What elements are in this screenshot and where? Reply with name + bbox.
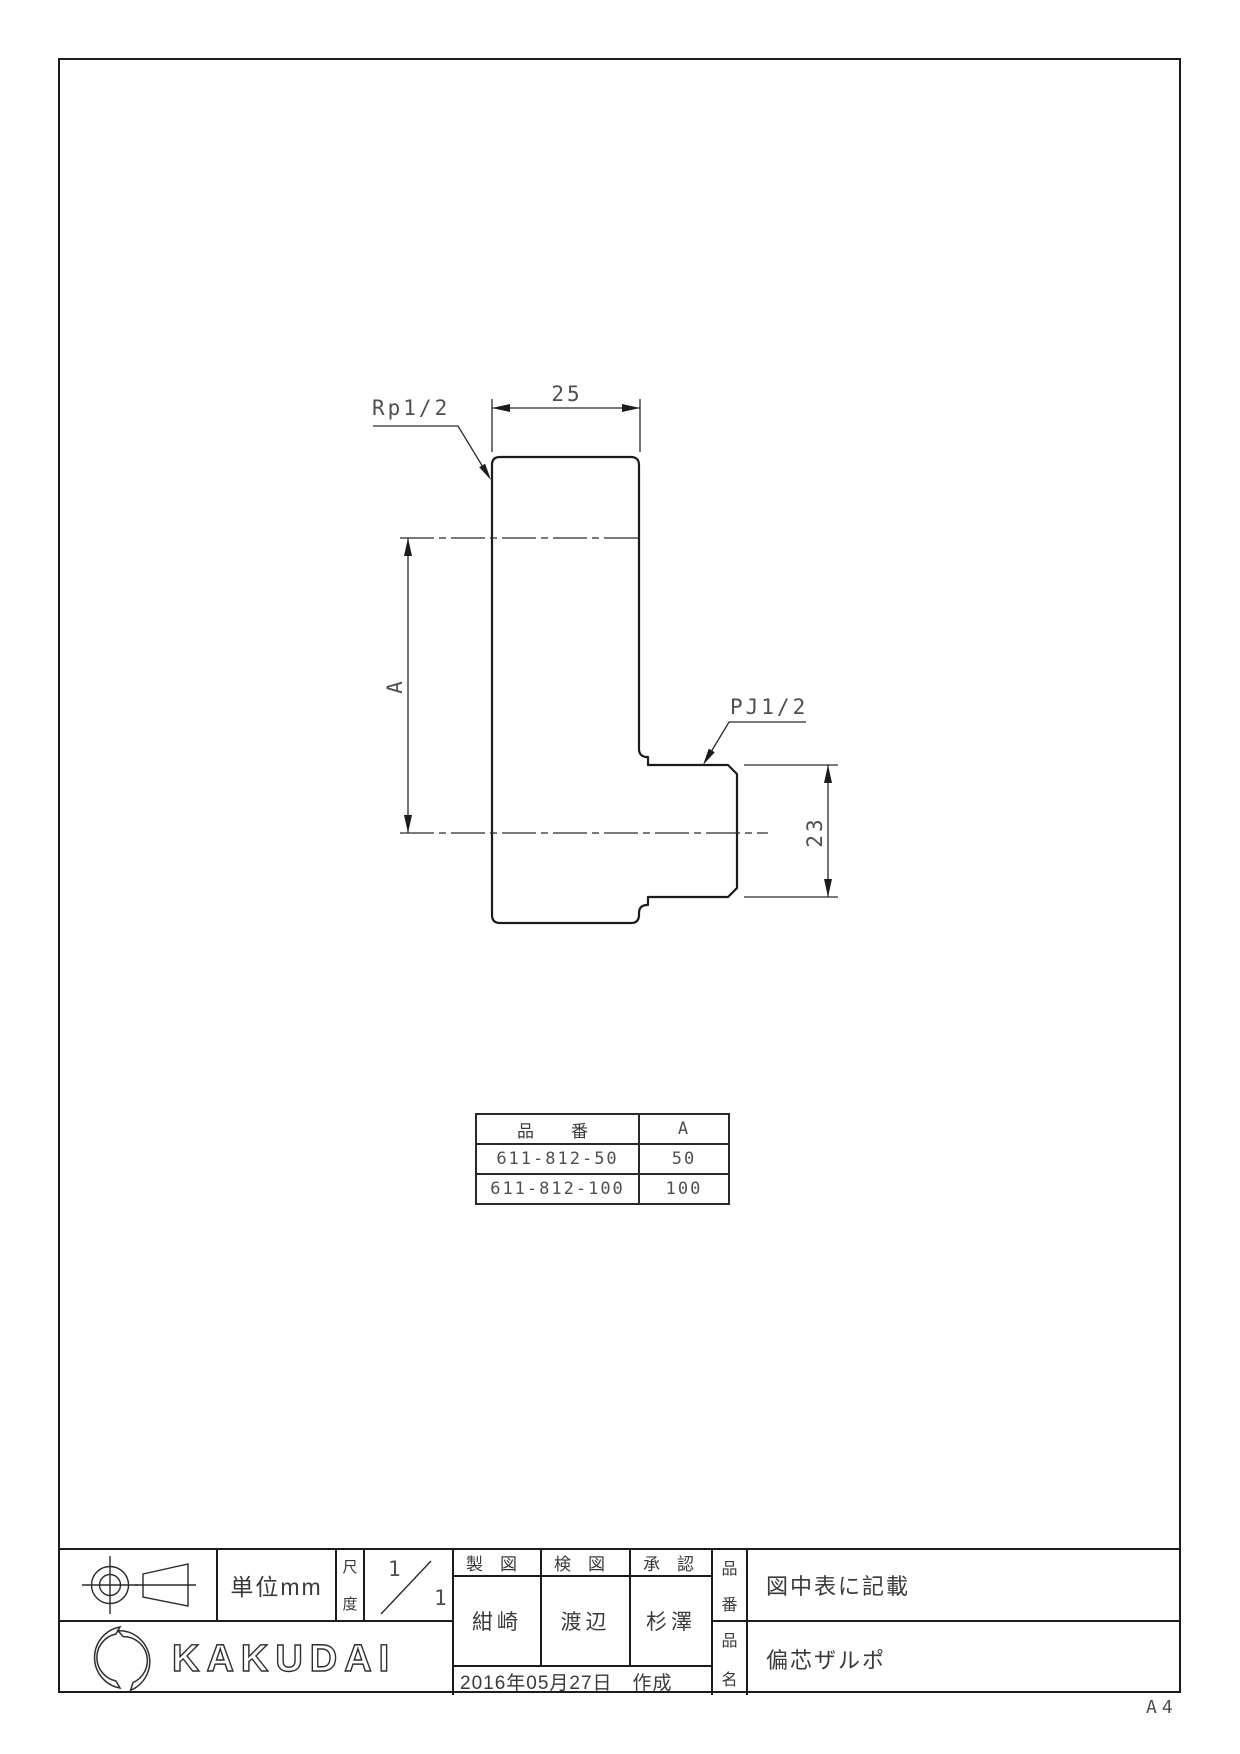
- checked-name: 渡辺: [560, 1611, 611, 1634]
- dim-outlet-text: 23: [803, 816, 827, 847]
- logo-mark-right: [116, 1629, 151, 1692]
- checked-header: 検 図: [542, 1550, 631, 1577]
- table-row: 611-812-100 100: [475, 1173, 730, 1205]
- approved-name-cell: 杉澤: [631, 1577, 713, 1667]
- brand-text: KAKUDAI: [172, 1638, 396, 1680]
- part-no-value: 図中表に記載: [766, 1574, 911, 1599]
- date-cell: 2016年05月27日 作成: [454, 1667, 713, 1695]
- variant-table: 品 番 A 611-812-50 50 611-812-100 100: [475, 1113, 730, 1205]
- unit-cell: 単位mm: [218, 1550, 337, 1622]
- scale-numerator: 1: [388, 1557, 401, 1581]
- dimension-outlet: 23: [744, 764, 838, 898]
- col-header-a: A: [638, 1113, 730, 1145]
- table-header-row: 品 番 A: [475, 1113, 730, 1145]
- part-name-value-cell: 偏芯ザルポ: [748, 1622, 1181, 1695]
- projection-symbol-cell: [58, 1550, 218, 1622]
- checked-name-cell: 渡辺: [542, 1577, 631, 1667]
- drafted-name: 紺崎: [472, 1611, 522, 1634]
- dim-width-text: 25: [551, 382, 582, 406]
- scale-label-cell: 尺 度: [337, 1550, 365, 1622]
- part-no-cell: 611-812-50: [475, 1143, 640, 1175]
- approved-header-label: 承 認: [643, 1555, 694, 1574]
- leader-thread-top: Rp1/2: [372, 396, 491, 480]
- scale-slash: [380, 1560, 432, 1615]
- scale-denominator: 1: [434, 1586, 447, 1610]
- title-block: 単位mm 尺 度 1 1 KAKUDAI 製 図: [58, 1548, 1181, 1695]
- col-header-part-no: 品 番: [475, 1113, 640, 1145]
- drafted-header: 製 図: [454, 1550, 542, 1577]
- approved-header: 承 認: [631, 1550, 713, 1577]
- part-name-label-cell: 品 名: [713, 1622, 748, 1695]
- part-outline: [490, 455, 739, 925]
- part-no-label-cell: 品 番: [713, 1550, 748, 1622]
- part-no-label-top: 品: [721, 1561, 738, 1578]
- drafted-name-cell: 紺崎: [454, 1577, 542, 1667]
- logo-mark-left: [93, 1625, 122, 1690]
- approved-name: 杉澤: [646, 1611, 696, 1634]
- scale-label-bottom: 度: [342, 1596, 358, 1613]
- part-name-label-bottom: 名: [721, 1672, 738, 1689]
- part-no-label-bottom: 番: [721, 1597, 738, 1614]
- logo-cell: KAKUDAI: [58, 1622, 454, 1695]
- dim-offset-text: A: [383, 678, 407, 694]
- leader-thread-side: PJ1/2: [703, 695, 808, 765]
- thread-side-label: PJ1/2: [730, 695, 808, 719]
- dimension-width: 25: [491, 382, 641, 452]
- part-no-cell: 611-812-100: [475, 1173, 640, 1205]
- dimension-offset: A: [383, 538, 412, 833]
- paper-size-label: A4: [1146, 1697, 1178, 1718]
- table-row: 611-812-50 50: [475, 1143, 730, 1175]
- a-value-cell: 100: [638, 1173, 730, 1205]
- part-name-label-top: 品: [721, 1633, 738, 1650]
- a-value-cell: 50: [638, 1143, 730, 1175]
- thread-top-label: Rp1/2: [372, 396, 450, 420]
- third-angle-projection-icon: [82, 1556, 196, 1614]
- date-created: 2016年05月27日 作成: [460, 1672, 673, 1694]
- page-border: [58, 58, 1181, 1693]
- scale-value-cell: 1 1: [365, 1550, 454, 1622]
- checked-header-label: 検 図: [554, 1555, 605, 1574]
- kakudai-logo: KAKUDAI: [93, 1625, 396, 1692]
- part-name-value: 偏芯ザルポ: [766, 1647, 887, 1673]
- part-no-value-cell: 図中表に記載: [748, 1550, 1181, 1622]
- scale-label-top: 尺: [342, 1559, 358, 1576]
- unit-label: 単位mm: [230, 1574, 323, 1600]
- drafted-header-label: 製 図: [466, 1555, 517, 1574]
